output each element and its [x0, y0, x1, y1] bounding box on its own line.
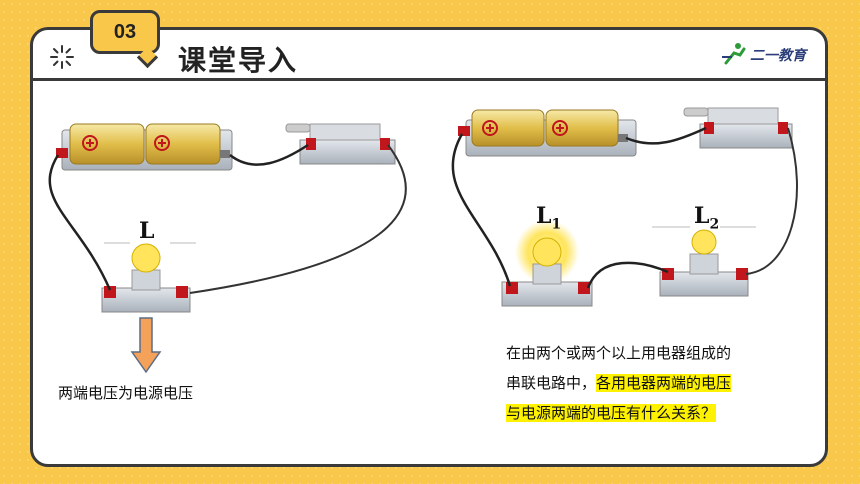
left-switch [285, 123, 396, 165]
bulb-l1 [501, 220, 593, 307]
right-wire-2 [745, 127, 798, 275]
logo-text: 二一教育 [750, 48, 806, 64]
question-highlight-2: 与电源两端的电压有什么关系？ [506, 404, 717, 422]
right-wire-1 [625, 126, 707, 145]
question-highlight-1: 各用电器两端的电压 [596, 374, 732, 392]
question-line-3: 与电源两端的电压有什么关系？ [506, 398, 806, 428]
sparkle-icon [50, 45, 74, 69]
page-title: 课堂导入 [178, 44, 299, 77]
left-wire-3 [48, 154, 112, 291]
question-line-2: 串联电路中，各用电器两端的电压 [506, 374, 732, 392]
bulb-label-l1: L1 [536, 203, 562, 233]
section-number-badge: 03 [90, 10, 160, 54]
logo-runner-icon [722, 43, 746, 65]
question-text: 在由两个或两个以上用电器组成的 串联电路中，各用电器两端的电压 与电源两端的电压… [506, 338, 806, 428]
voltage-caption: 两端电压为电源电压 [58, 384, 194, 402]
question-line-1: 在由两个或两个以上用电器组成的 [506, 344, 732, 362]
left-wire-1 [229, 143, 309, 166]
bulb-label-l2: L2 [694, 203, 720, 233]
left-wire-2 [189, 144, 407, 294]
left-bulb [101, 243, 191, 313]
header-divider [33, 78, 825, 81]
down-arrow-icon [130, 317, 162, 374]
right-wire-4 [586, 261, 669, 289]
bulb-l2 [659, 229, 749, 297]
right-battery-holder [458, 109, 637, 157]
left-battery-holder [56, 123, 233, 171]
bulb-label-l: L [139, 218, 155, 244]
right-wire-3 [451, 133, 512, 287]
right-switch [683, 107, 793, 149]
